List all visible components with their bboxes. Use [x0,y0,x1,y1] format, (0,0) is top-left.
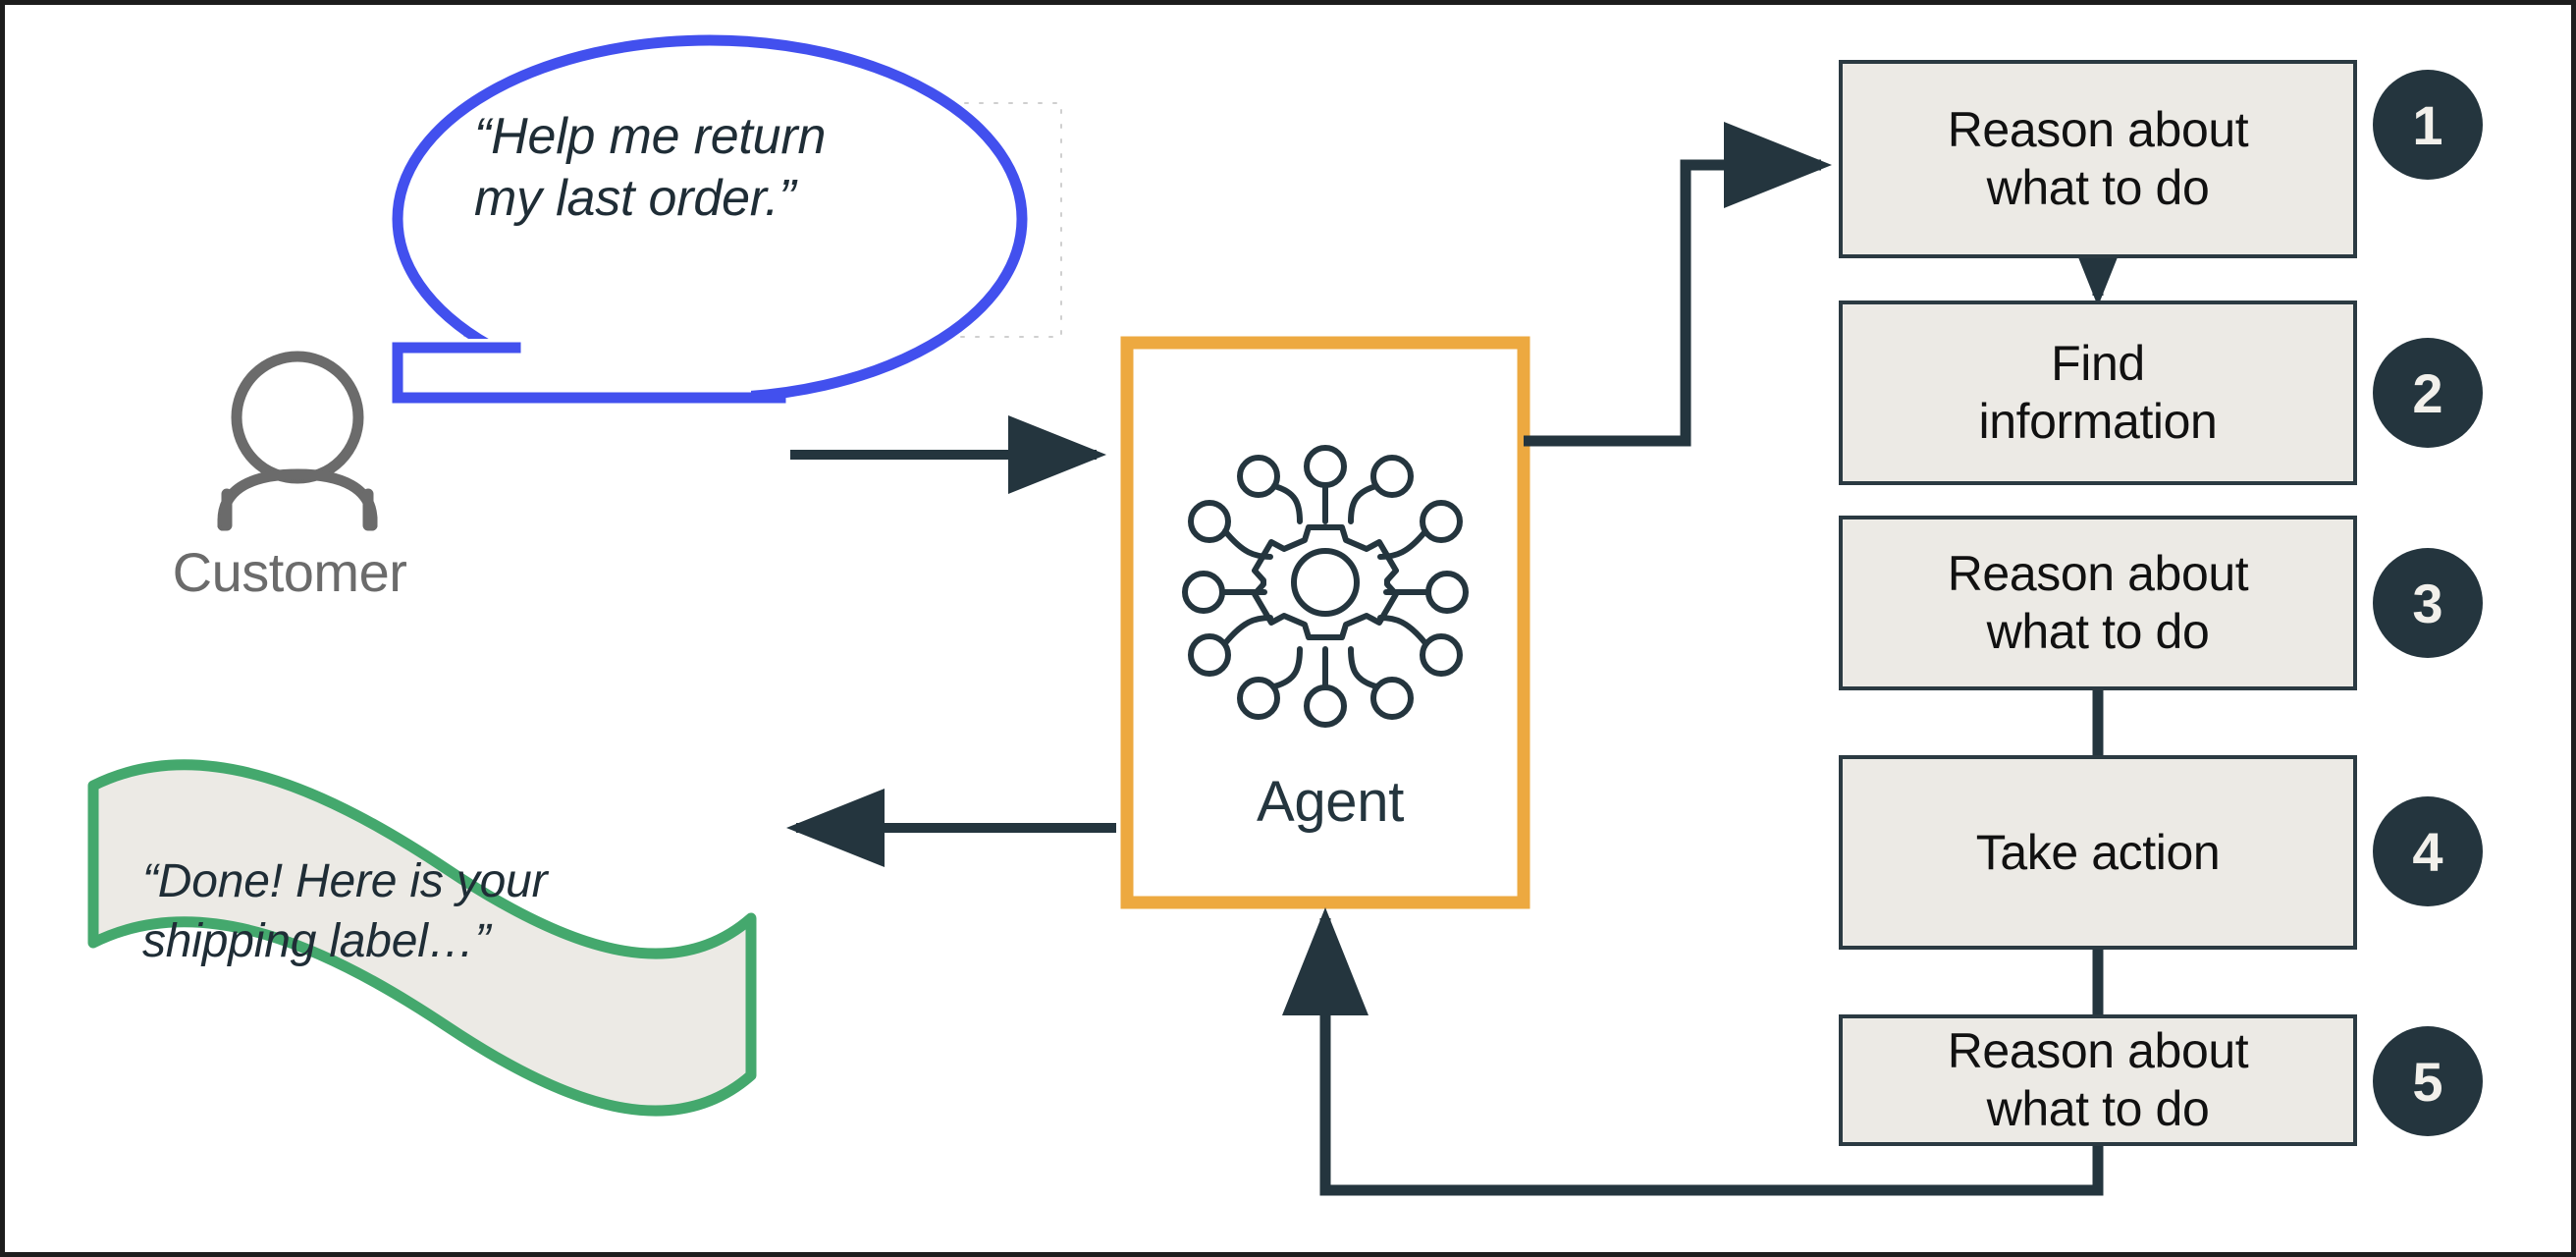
person-icon [217,351,378,531]
agent-response-line-2: shipping label…” [142,915,491,968]
step-3-line-2: what to do [1986,604,2210,659]
step-box-2[interactable]: Find information [1839,301,2357,485]
agent-response-text: “Done! Here is your shipping label…” [142,851,731,972]
step-5-line-1: Reason about [1947,1023,2249,1078]
step-badge-1: 1 [2373,70,2483,180]
wavy-banner [87,759,757,1117]
step-box-5[interactable]: Reason about what to do [1839,1014,2357,1146]
step-2-line-2: information [1978,394,2218,449]
step-box-1[interactable]: Reason about what to do [1839,60,2357,258]
step-2-line-1: Find [2051,336,2145,391]
agent-to-step-1-arrow [1524,122,1832,447]
step-5-line-2: what to do [1986,1081,2210,1136]
speech-bubble [386,34,1028,410]
agent-box[interactable] [1120,336,1530,909]
step-1-line-2: what to do [1986,160,2210,215]
ai-network-gear-icon [1182,445,1469,728]
customer-request-line-2: my last order.” [474,170,796,227]
customer-request-text: “Help me return my last order.” [474,108,1024,227]
step-badge-4: 4 [2373,796,2483,906]
step-4-line-1: Take action [1975,824,2221,880]
step-5-to-agent-arrow [1282,907,2104,1196]
step-box-3[interactable]: Reason about what to do [1839,516,2357,690]
customer-request-line-1: “Help me return [474,107,827,165]
customer-label: Customer [172,541,407,603]
diagram-vector-layer [87,34,2141,1196]
step-badge-3: 3 [2373,548,2483,658]
agent-label: Agent [1256,770,1405,834]
step-box-4[interactable]: Take action [1839,755,2357,950]
step-badge-5: 5 [2373,1026,2483,1136]
step-1-line-1: Reason about [1947,102,2249,157]
step-3-line-1: Reason about [1947,546,2249,601]
agent-response-line-1: “Done! Here is your [142,855,548,907]
step-badge-2: 2 [2373,338,2483,448]
